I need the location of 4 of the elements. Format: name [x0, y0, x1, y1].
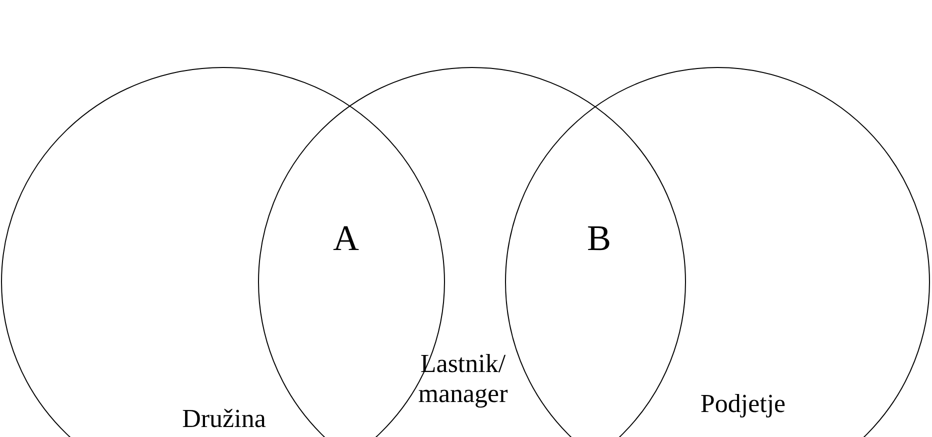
region-letter: B [587, 218, 612, 258]
set-label: Podjetje [699, 389, 787, 419]
set-label: Družina [181, 404, 267, 434]
region-letter: A [333, 218, 359, 258]
